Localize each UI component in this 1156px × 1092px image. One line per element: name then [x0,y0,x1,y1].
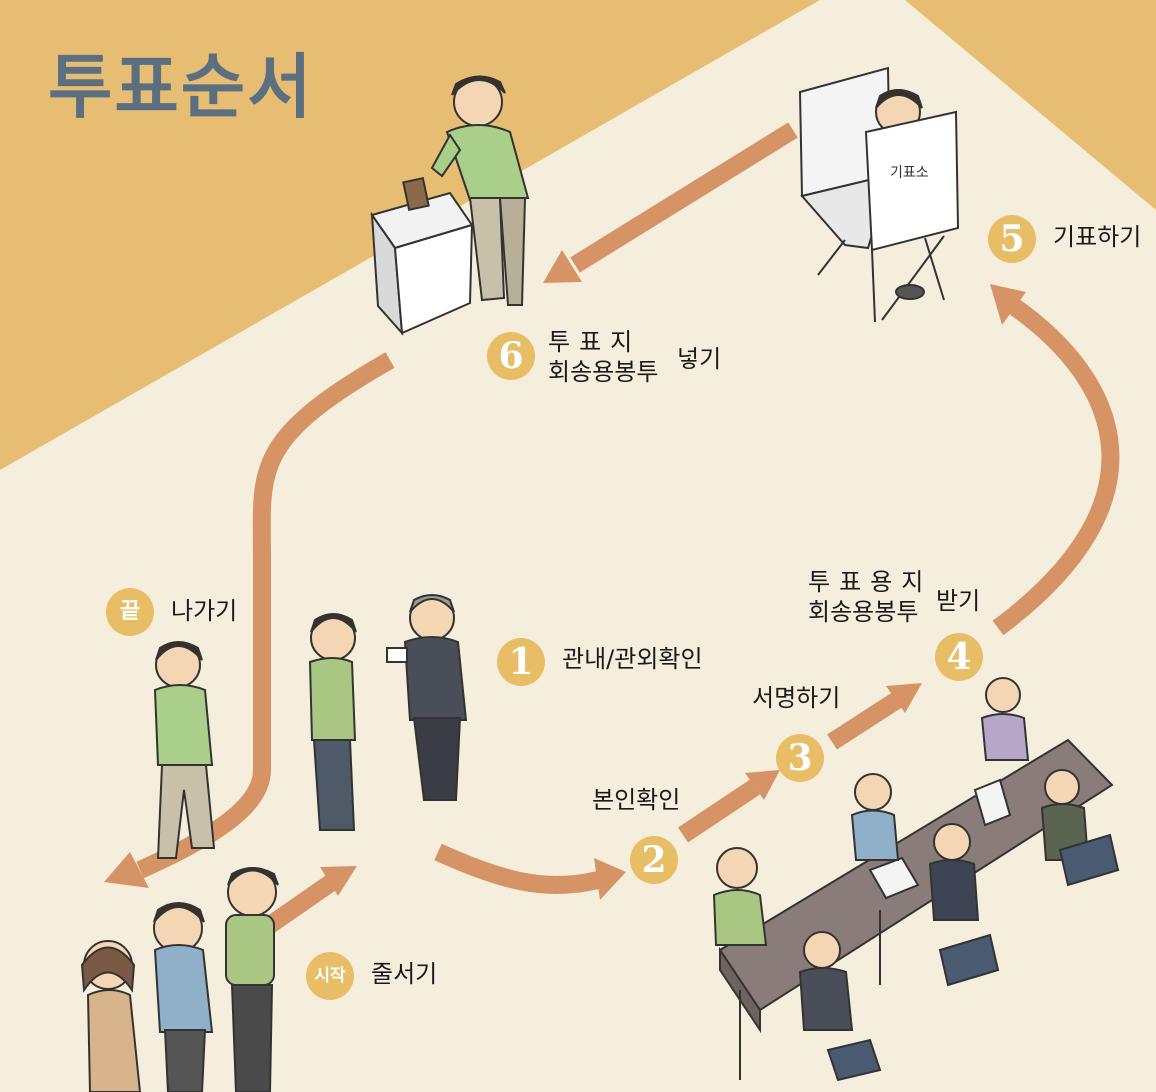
arrowhead-start-to-1 [320,866,357,896]
step-6-label-suffix: 넣기 [677,345,722,373]
arrow-2-to-3 [678,779,760,843]
step-4-label-line1: 투표용지 [808,568,933,596]
arrowhead-5-to-6 [543,250,582,283]
arrow-3-to-4 [827,692,902,750]
arrow-4-to-5 [992,297,1120,636]
top-right-band [905,0,1156,210]
end-label: 나가기 [171,597,238,625]
step-3-badge: 3 [776,734,824,782]
step-4-label-line2: 회송용봉투 [808,598,919,626]
step-6-label-line2: 회송용봉투 [548,358,659,386]
step-2-badge: 2 [630,836,678,884]
ballot-box [370,177,474,336]
step-2-label: 본인확인 [592,786,681,814]
arrow-5-to-6 [570,122,798,273]
start-label: 줄서기 [371,960,438,988]
voting-booth [798,66,960,323]
step-6-badge: 6 [487,332,535,380]
page-title: 투표순서 [48,46,314,128]
end-badge: 끝 [106,588,154,636]
start-badge: 시작 [306,952,354,1000]
arrowhead-6-to-end [104,852,149,888]
step-6-label-line1: 투표지 [548,328,642,356]
step-1-badge: 1 [497,638,545,686]
flow-arrows [136,122,1120,933]
step-4-label: 투표용지 회송용봉투 [808,567,932,627]
arrow-heads [104,250,1026,900]
step-4-label-suffix: 받기 [936,587,981,615]
booth-sign: 기표소 [890,165,929,181]
arrowhead-1-to-2 [594,858,626,900]
arrow-1-to-2 [434,843,601,895]
queue-people [80,867,279,1092]
registration-desk [712,677,1120,1082]
step-5-badge: 5 [988,215,1036,263]
arrowhead-2-to-3 [745,770,780,800]
exiting-voter [153,641,216,859]
arrow-6-to-end [136,352,395,879]
step-3-label: 서명하기 [752,684,841,712]
voter-at-ballot-box [430,75,530,306]
step-4-badge: 4 [935,633,983,681]
arrowhead-3-to-4 [886,683,922,713]
step-6-label: 투표지 회송용봉투 [548,327,658,387]
check-in-people [308,594,468,831]
arrow-start-to-1 [264,874,338,933]
arrowhead-4-to-5 [990,284,1026,325]
step-5-label: 기표하기 [1053,223,1142,251]
step-1-label: 관내/관외확인 [562,645,703,673]
